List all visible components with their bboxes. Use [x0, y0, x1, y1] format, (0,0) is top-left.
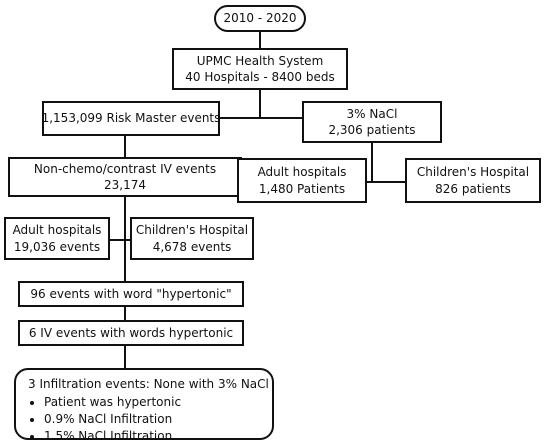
hypertonic-6-text: 6 IV events with words hypertonic: [28, 325, 234, 340]
infiltration-bullet: 1.5% NaCl Infiltration: [44, 428, 181, 445]
adult-left-line2: 19,036 events: [13, 239, 101, 254]
childrens-hospital-left-node: Children's Hospital 4,678 events: [130, 217, 254, 260]
risk-master-text: 1,153,099 Risk Master events: [41, 111, 221, 126]
hypertonic-96-node: 96 events with word "hypertonic": [18, 281, 244, 307]
hypertonic-96-text: 96 events with word "hypertonic": [30, 286, 232, 301]
nacl-node: 3% NaCl 2,306 patients: [302, 101, 442, 143]
non-chemo-node: Non-chemo/contrast IV events 23,174: [8, 157, 242, 197]
nacl-line2: 2,306 patients: [328, 123, 416, 137]
childrens-hospital-right-node: Children's Hospital 826 patients: [405, 158, 541, 203]
adult-hospitals-right-node: Adult hospitals 1,480 Patients: [237, 158, 367, 203]
children-left-line1: Children's Hospital: [135, 223, 249, 238]
years-text: 2010 - 2020: [223, 11, 297, 26]
infiltration-node: 3 Infiltration events: None with 3% NaCl…: [14, 368, 274, 443]
risk-master-node: 1,153,099 Risk Master events: [42, 101, 220, 136]
upmc-line1: UPMC Health System: [196, 53, 324, 68]
adult-hospitals-left-node: Adult hospitals 19,036 events: [4, 217, 110, 260]
children-right-line1: Children's Hospital: [416, 165, 530, 180]
adult-left-line1: Adult hospitals: [12, 223, 102, 238]
non-chemo-line2: 23,174: [104, 178, 146, 192]
adult-right-line2: 1,480 Patients: [258, 181, 346, 196]
children-right-line2: 826 patients: [435, 181, 511, 196]
nacl-line1: 3% NaCl: [346, 106, 398, 121]
years-node: 2010 - 2020: [214, 5, 306, 32]
infiltration-bullet: 0.9% NaCl Infiltration: [44, 411, 181, 428]
infiltration-title: 3 Infiltration events: None with 3% NaCl: [28, 377, 269, 391]
infiltration-bullet: Patient was hypertonic: [44, 394, 181, 411]
infiltration-bullet-list: Patient was hypertonic 0.9% NaCl Infiltr…: [28, 394, 181, 444]
upmc-node: UPMC Health System 40 Hospitals - 8400 b…: [172, 48, 348, 90]
non-chemo-line1: Non-chemo/contrast IV events: [33, 161, 217, 176]
hypertonic-6-node: 6 IV events with words hypertonic: [18, 320, 244, 346]
adult-right-line1: Adult hospitals: [257, 165, 347, 180]
upmc-line2: 40 Hospitals - 8400 beds: [185, 70, 335, 84]
children-left-line2: 4,678 events: [152, 239, 232, 254]
